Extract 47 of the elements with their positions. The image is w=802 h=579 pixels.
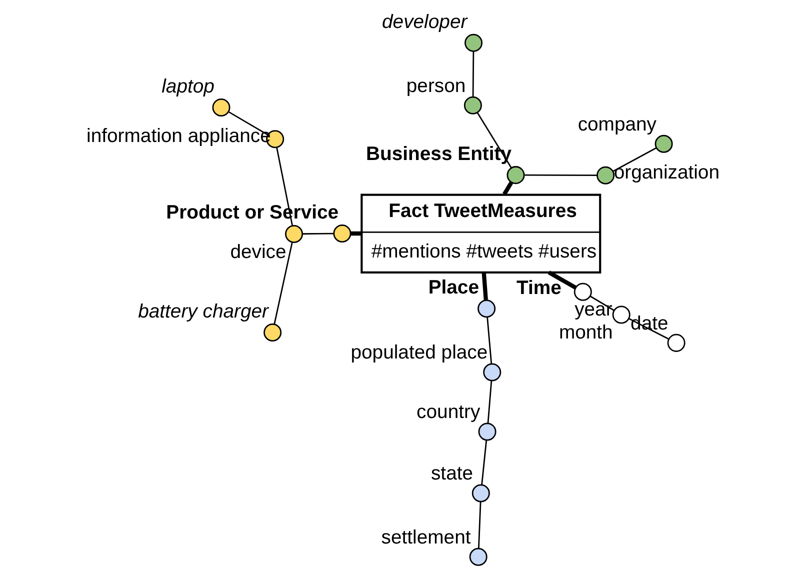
node-circle — [463, 96, 482, 114]
node-circle — [596, 166, 614, 184]
connector — [502, 181, 513, 196]
node-circle — [506, 166, 524, 184]
node-circle — [212, 98, 230, 117]
node-label: populated place — [350, 342, 488, 364]
connector — [481, 272, 488, 300]
node-circle — [654, 134, 672, 153]
node-circle — [482, 363, 501, 382]
node-label: person — [406, 74, 466, 97]
node-label: laptop — [161, 76, 214, 98]
connector — [350, 231, 361, 236]
connector — [589, 296, 614, 311]
node-circle — [612, 306, 630, 324]
connector — [486, 316, 492, 364]
node-circle — [263, 323, 282, 342]
connector — [612, 147, 656, 172]
node-circle — [332, 224, 351, 242]
connector — [472, 52, 474, 97]
node-circle — [468, 548, 487, 566]
connector — [524, 174, 597, 176]
connector — [302, 232, 334, 235]
node-circle — [666, 334, 685, 352]
connector — [480, 440, 487, 485]
node-label: year — [574, 298, 612, 321]
edge-label: Time — [516, 277, 561, 300]
node-label: developer — [382, 10, 467, 33]
node-label: country — [416, 401, 480, 424]
connector — [276, 147, 292, 226]
node-circle — [464, 34, 482, 52]
node-circle — [478, 422, 496, 441]
node-label: month — [558, 322, 612, 344]
node-label: company — [577, 113, 656, 136]
node-circle — [471, 484, 490, 502]
connector — [486, 380, 492, 424]
node-label: settlement — [380, 526, 470, 548]
connector — [273, 242, 292, 324]
node-circle — [284, 224, 303, 243]
node-label: battery charger — [138, 300, 268, 322]
connector — [547, 270, 576, 290]
connector — [478, 502, 481, 548]
node-circle — [573, 282, 592, 301]
node-label: state — [430, 462, 473, 485]
node-label: organization — [613, 161, 720, 184]
node-label: Place — [428, 276, 479, 299]
node-label: device — [230, 240, 286, 263]
node-circle — [477, 300, 496, 318]
